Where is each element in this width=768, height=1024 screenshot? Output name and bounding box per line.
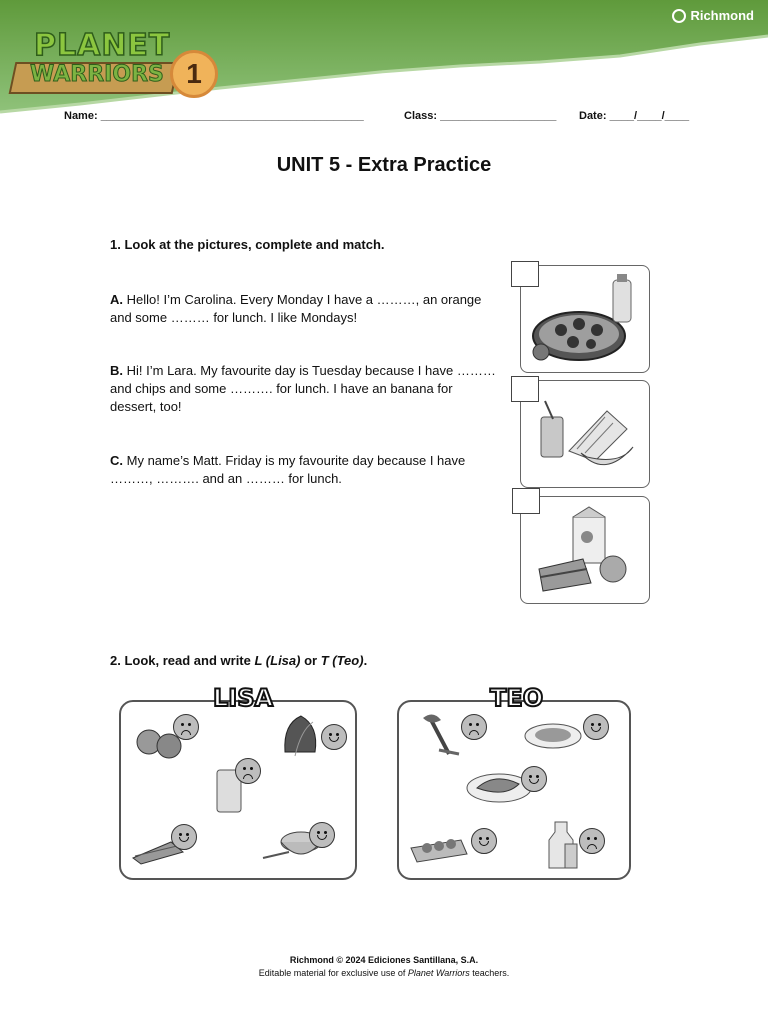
lunch-picture-sandwich [520, 496, 650, 604]
pizza-illustration [532, 274, 632, 361]
chips-illustration [540, 400, 634, 466]
pasta-plate-icon [523, 720, 587, 757]
cereal-bowl-icon [261, 828, 323, 873]
happy-face-icon [521, 766, 547, 792]
sad-face-icon [461, 714, 487, 740]
match-box-1[interactable] [511, 261, 539, 287]
footer-book-title: Planet Warriors [407, 968, 470, 978]
name-field: Name: __________________________________… [64, 110, 364, 122]
happy-face-icon [583, 714, 609, 740]
date-label: Date: [579, 110, 607, 122]
class-label: Class: [404, 110, 438, 122]
class-field: Class: ___________________ [404, 110, 556, 122]
date-line[interactable]: ____/____/____ [609, 110, 690, 122]
logo-line1: PLANET [33, 27, 171, 64]
level-badge: 1 [170, 50, 218, 98]
heading-option-t: T (Teo) [320, 653, 364, 668]
match-box-3[interactable] [512, 488, 540, 514]
lunch-picture-chips [520, 380, 650, 488]
name-label: Name: [64, 110, 98, 122]
footer-text: teachers. [469, 968, 510, 978]
lisa-panel [119, 700, 357, 880]
teo-panel [397, 700, 631, 880]
item-letter: B. [110, 363, 123, 378]
chicken-leg-icon [465, 768, 535, 811]
spinach-icon [279, 712, 323, 765]
page-title: UNIT 5 - Extra Practice [276, 154, 492, 176]
eggs-icon [409, 832, 471, 873]
exercise2-heading: 2. Look, read and write L (Lisa) or T (T… [110, 653, 367, 668]
sad-face-icon [235, 758, 261, 784]
item-text: My name’s Matt. Friday is my favourite d… [110, 453, 466, 486]
sad-face-icon [173, 714, 199, 740]
footer: Richmond © 2024 Ediciones Santillana, S.… [0, 954, 768, 980]
celery-icon [419, 710, 463, 763]
logo-line2: WARRIORS [30, 62, 165, 88]
exercise1-item-b: B. Hi! I’m Lara. My favourite day is Tue… [110, 362, 502, 416]
footer-note: Editable material for exclusive use of P… [0, 967, 768, 980]
happy-face-icon [321, 724, 347, 750]
milk-bottle-icon [547, 816, 581, 877]
item-letter: A. [110, 292, 123, 307]
sad-face-icon [579, 828, 605, 854]
happy-face-icon [171, 824, 197, 850]
exercise1-heading: 1. Look at the pictures, complete and ma… [110, 237, 385, 252]
tomatoes-icon [133, 720, 187, 765]
lisa-title: LISA [212, 683, 274, 713]
richmond-icon [672, 8, 687, 23]
footer-text: Editable material for exclusive use of [258, 968, 408, 978]
planet-warriors-logo: PLANET WARRIORS 1 [8, 24, 248, 104]
happy-face-icon [309, 822, 335, 848]
header-banner: Richmond PLANET WARRIORS 1 [0, 0, 768, 130]
teo-title: TEO [489, 683, 544, 713]
name-line[interactable]: ________________________________________… [100, 110, 364, 122]
richmond-logo: Richmond [672, 8, 754, 23]
class-line[interactable]: ___________________ [440, 110, 557, 122]
date-field: Date: ____/____/____ [579, 110, 689, 122]
sandwich-icon [131, 836, 187, 871]
heading-option-l: L (Lisa) [254, 653, 301, 668]
copyright: Richmond © 2024 Ediciones Santillana, S.… [289, 955, 479, 965]
item-letter: C. [110, 453, 123, 468]
juice-glass-icon [215, 768, 245, 821]
happy-face-icon [471, 828, 497, 854]
exercise1-item-c: C. My name’s Matt. Friday is my favourit… [110, 452, 502, 488]
match-box-2[interactable] [511, 376, 539, 402]
heading-text: 2. Look, read and write [110, 653, 255, 668]
heading-text: or [300, 653, 321, 668]
brand-name: Richmond [690, 8, 754, 23]
heading-text: . [363, 653, 368, 668]
exercise1-item-a: A. Hello! I’m Carolina. Every Monday I h… [110, 291, 502, 327]
item-text: Hi! I’m Lara. My favourite day is Tuesda… [110, 363, 496, 414]
lunch-picture-pizza [520, 265, 650, 373]
item-text: Hello! I’m Carolina. Every Monday I have… [110, 292, 482, 325]
sandwich-illustration [538, 506, 627, 592]
